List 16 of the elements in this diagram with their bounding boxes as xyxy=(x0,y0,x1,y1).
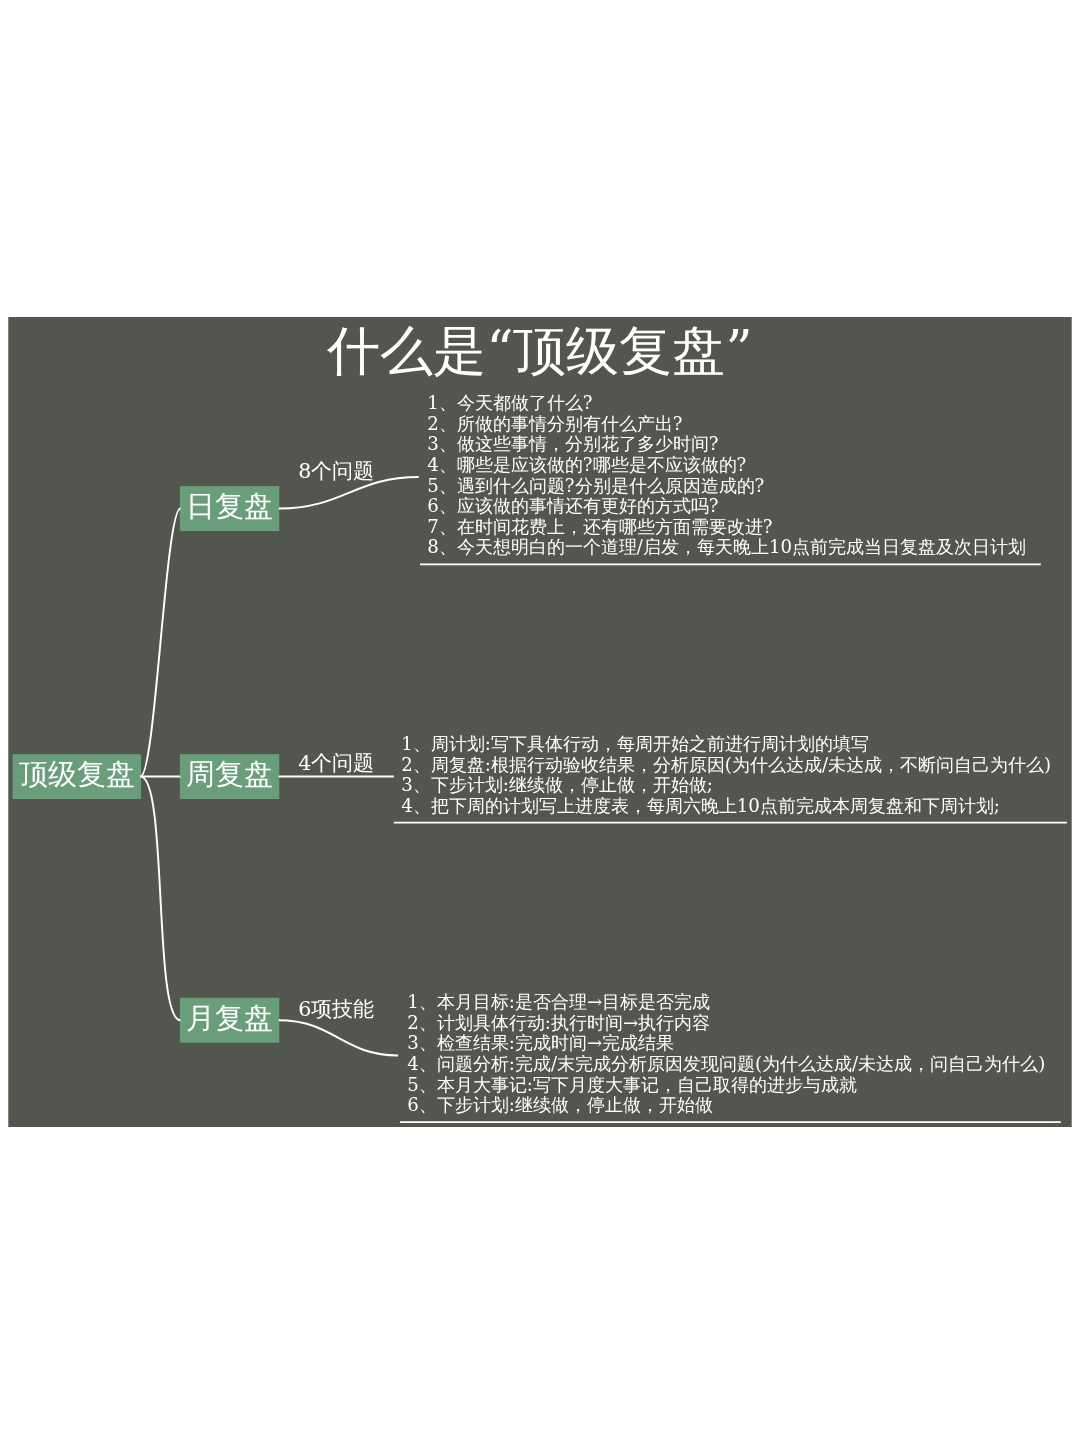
connector xyxy=(139,775,182,1021)
node-text: 1、今天都做了什么? 2、所做的事情分别有什么产出? 3、做这些事情，分别花了多少时间? 4、哪些是应该做的?哪些是不应该做的? 5、遇到什么问题?分别是什么原因造成的? 6、应该做的事情还有更好的方式吗? 7、在时间花费上，还有哪些方面需要改进? 8、今天想明白的一个道理/启发，每天晚上10点前完成当日复盘及次日计划 xyxy=(427,391,1027,557)
connector xyxy=(139,507,182,778)
diagram-title: 什么是“顶级复盘” xyxy=(327,318,753,382)
edge-label: 8个问题 xyxy=(298,458,375,483)
connector xyxy=(277,775,395,778)
edge-label: 6项技能 xyxy=(298,996,375,1021)
connector xyxy=(277,1018,400,1056)
node-box: 日复盘 xyxy=(179,485,280,531)
connector xyxy=(277,475,420,510)
node-box: 月复盘 xyxy=(179,997,280,1043)
node-text: 1、本月目标:是否合理→目标是否完成 2、计划具体行动:执行时间→执行内容 3、检查结果:完成时间→完成结果 4、问题分析:完成/末完成分析原因发现问题(为什么达成/未达成，问自己为什么) 5、本月大事记:写下月度大事记，自己取得的进步与成就 6、下步计划:继续做，停止做，开始做 xyxy=(407,990,1046,1115)
node-box: 周复盘 xyxy=(179,753,280,799)
node-box: 顶级复盘 xyxy=(12,753,142,799)
edge-label: 4个问题 xyxy=(298,750,375,775)
node-text: 1、周计划:写下具体行动，每周开始之前进行周计划的填写 2、周复盘:根据行动验收结果，分析原因(为什么达成/未达成，不断问自己为什么) 3、下步计划:继续做，停止做，开始做; 4、把下周的计划写上进度表，每周六晚上10点前完成本周复盘和下周计划; xyxy=(401,732,1052,816)
